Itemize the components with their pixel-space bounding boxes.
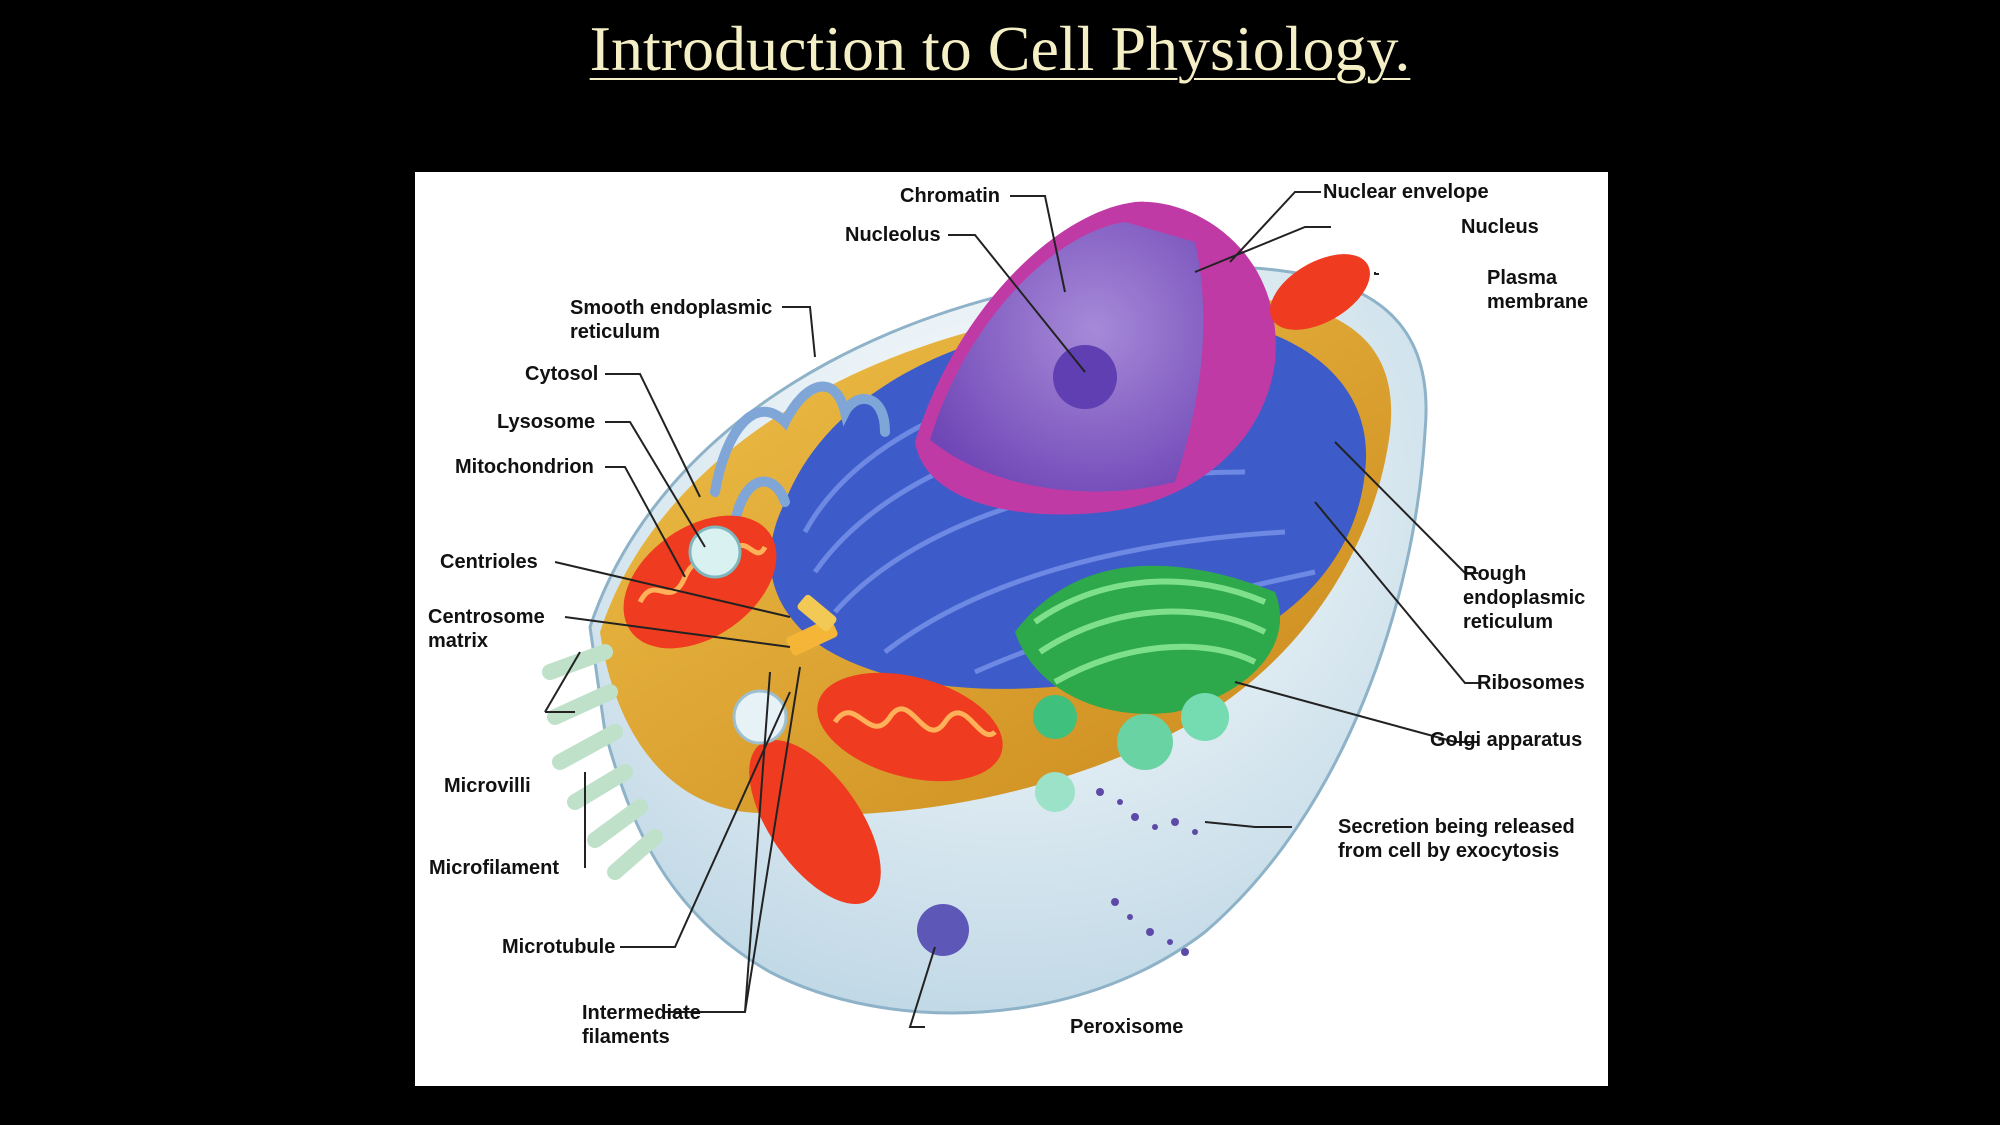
label-nuclear-envelope: Nuclear envelope xyxy=(1323,181,1489,203)
cell-illustration xyxy=(542,191,1480,1028)
label-smooth-er: Smooth endoplasmic reticulum xyxy=(570,297,773,343)
label-centrioles: Centrioles xyxy=(440,551,538,573)
label-ribosomes: Ribosomes xyxy=(1477,672,1585,694)
label-intermediate-filaments: Intermediate filaments xyxy=(582,1002,701,1048)
label-nucleolus: Nucleolus xyxy=(845,224,941,246)
label-mitochondrion: Mitochondrion xyxy=(455,456,594,478)
peroxisome-shape xyxy=(917,904,969,956)
label-plasma-membrane: Plasma membrane xyxy=(1487,267,1589,313)
label-peroxisome: Peroxisome xyxy=(1070,1016,1184,1038)
label-nucleus: Nucleus xyxy=(1461,216,1539,238)
smooth-er-shape xyxy=(710,381,890,527)
cell-diagram: Chromatin Nucleolus Smooth endoplasmic r… xyxy=(415,172,1608,1086)
slide-title: Introduction to Cell Physiology. xyxy=(589,13,1411,84)
label-lysosome: Lysosome xyxy=(497,411,596,433)
label-microfilament: Microfilament xyxy=(429,857,560,879)
label-rough-er: Rough endoplasmic reticulum xyxy=(1463,563,1586,633)
label-cytosol: Cytosol xyxy=(525,363,599,385)
label-chromatin: Chromatin xyxy=(900,185,1000,207)
centrioles-shape xyxy=(786,594,838,656)
label-secretion: Secretion being released from cell by ex… xyxy=(1338,816,1575,862)
lysosome-shape xyxy=(688,525,742,579)
label-golgi: Golgi apparatus xyxy=(1430,729,1583,751)
leader-lines xyxy=(544,191,1480,1028)
nucleolus-shape xyxy=(1053,345,1117,409)
secretion-dots xyxy=(1096,788,1198,956)
golgi-shape xyxy=(1015,565,1281,812)
label-microvilli: Microvilli xyxy=(444,775,531,797)
label-centrosome-matrix: Centrosome matrix xyxy=(428,606,545,652)
label-microtubule: Microtubule xyxy=(502,936,616,958)
